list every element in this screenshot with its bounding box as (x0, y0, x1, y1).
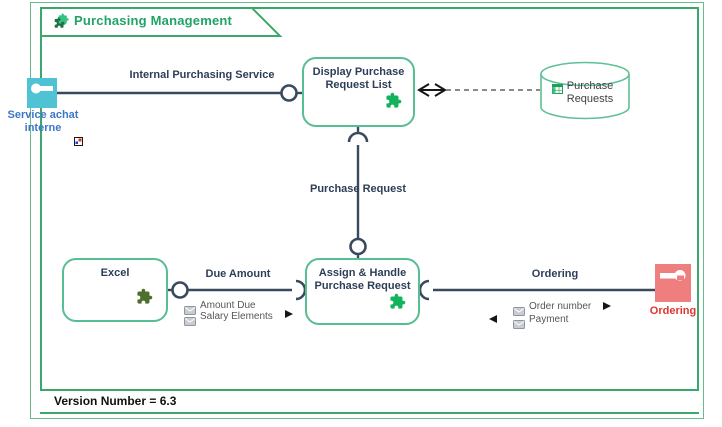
exchange-item-salary-elements[interactable]: Salary Elements (200, 311, 273, 322)
edge-label-due-amount[interactable]: Due Amount (205, 268, 271, 280)
diagram-puzzle-icon (53, 13, 69, 34)
datastore-label[interactable]: Purchase Requests (566, 80, 614, 105)
function-puzzle-icon (385, 92, 402, 114)
datastore-cylinder-body[interactable] (540, 74, 630, 120)
function-title: Display Purchase Request List (312, 66, 405, 91)
title-tab-shape (40, 7, 283, 37)
exchange-item-icon (513, 316, 525, 334)
exchange-item-icon (513, 303, 525, 321)
function-assign-handle-purchase-request[interactable]: Assign & Handle Purchase Request (305, 258, 420, 325)
provided-interface-ball-display-left[interactable] (280, 84, 298, 102)
actor-label-service-achat-interne[interactable]: Service achat interne (7, 109, 79, 134)
read-write-double-arrow[interactable] (417, 83, 447, 97)
direction-arrow-left-icon (489, 315, 497, 323)
edge-label-internal-purchasing-service[interactable]: Internal Purchasing Service (129, 69, 275, 81)
diagram-frame (40, 7, 699, 414)
actor-ordering[interactable] (655, 264, 691, 302)
required-interface-socket-assign-left[interactable] (295, 279, 307, 301)
function-title: Assign & Handle Purchase Request (314, 267, 411, 292)
actor-service-achat-interne[interactable] (27, 78, 57, 108)
exchange-item-order-number[interactable]: Order number (529, 301, 592, 312)
required-interface-socket-assign-right[interactable] (418, 279, 430, 301)
diagram-title: Purchasing Management (74, 13, 233, 28)
exchange-item-amount-due[interactable]: Amount Due (200, 300, 256, 311)
function-display-purchase-request-list[interactable]: Display Purchase Request List (302, 57, 415, 127)
required-interface-socket-display-bottom[interactable] (347, 131, 369, 143)
function-excel[interactable]: Excel (62, 258, 168, 322)
provided-interface-ball-excel-right[interactable] (171, 281, 189, 299)
version-text: Version Number = 6.3 (54, 394, 177, 408)
actor-key-icon (31, 83, 53, 94)
version-bar: Version Number = 6.3 (40, 389, 699, 412)
exchange-item-icon (184, 302, 196, 320)
edge-label-purchase-request[interactable]: Purchase Request (310, 183, 406, 195)
representation-link-icon[interactable] (74, 133, 83, 151)
exchange-item-icon (184, 313, 196, 331)
direction-arrow-right-icon (285, 310, 293, 318)
edge-label-ordering[interactable]: Ordering (531, 268, 579, 280)
datastore-cylinder-top[interactable] (540, 61, 630, 87)
function-puzzle-icon (136, 288, 153, 310)
actor-label-ordering[interactable]: Ordering (649, 305, 697, 317)
function-puzzle-icon (389, 293, 406, 315)
provided-interface-ball-assign-top[interactable] (349, 237, 367, 256)
diagram-title-tab (40, 7, 283, 37)
table-icon (552, 81, 563, 99)
diagram-outer-frame (30, 2, 704, 419)
direction-arrow-right-icon (603, 302, 611, 310)
actor-key-icon (660, 270, 686, 281)
function-title: Excel (100, 267, 130, 279)
exchange-item-payment[interactable]: Payment (529, 314, 569, 325)
